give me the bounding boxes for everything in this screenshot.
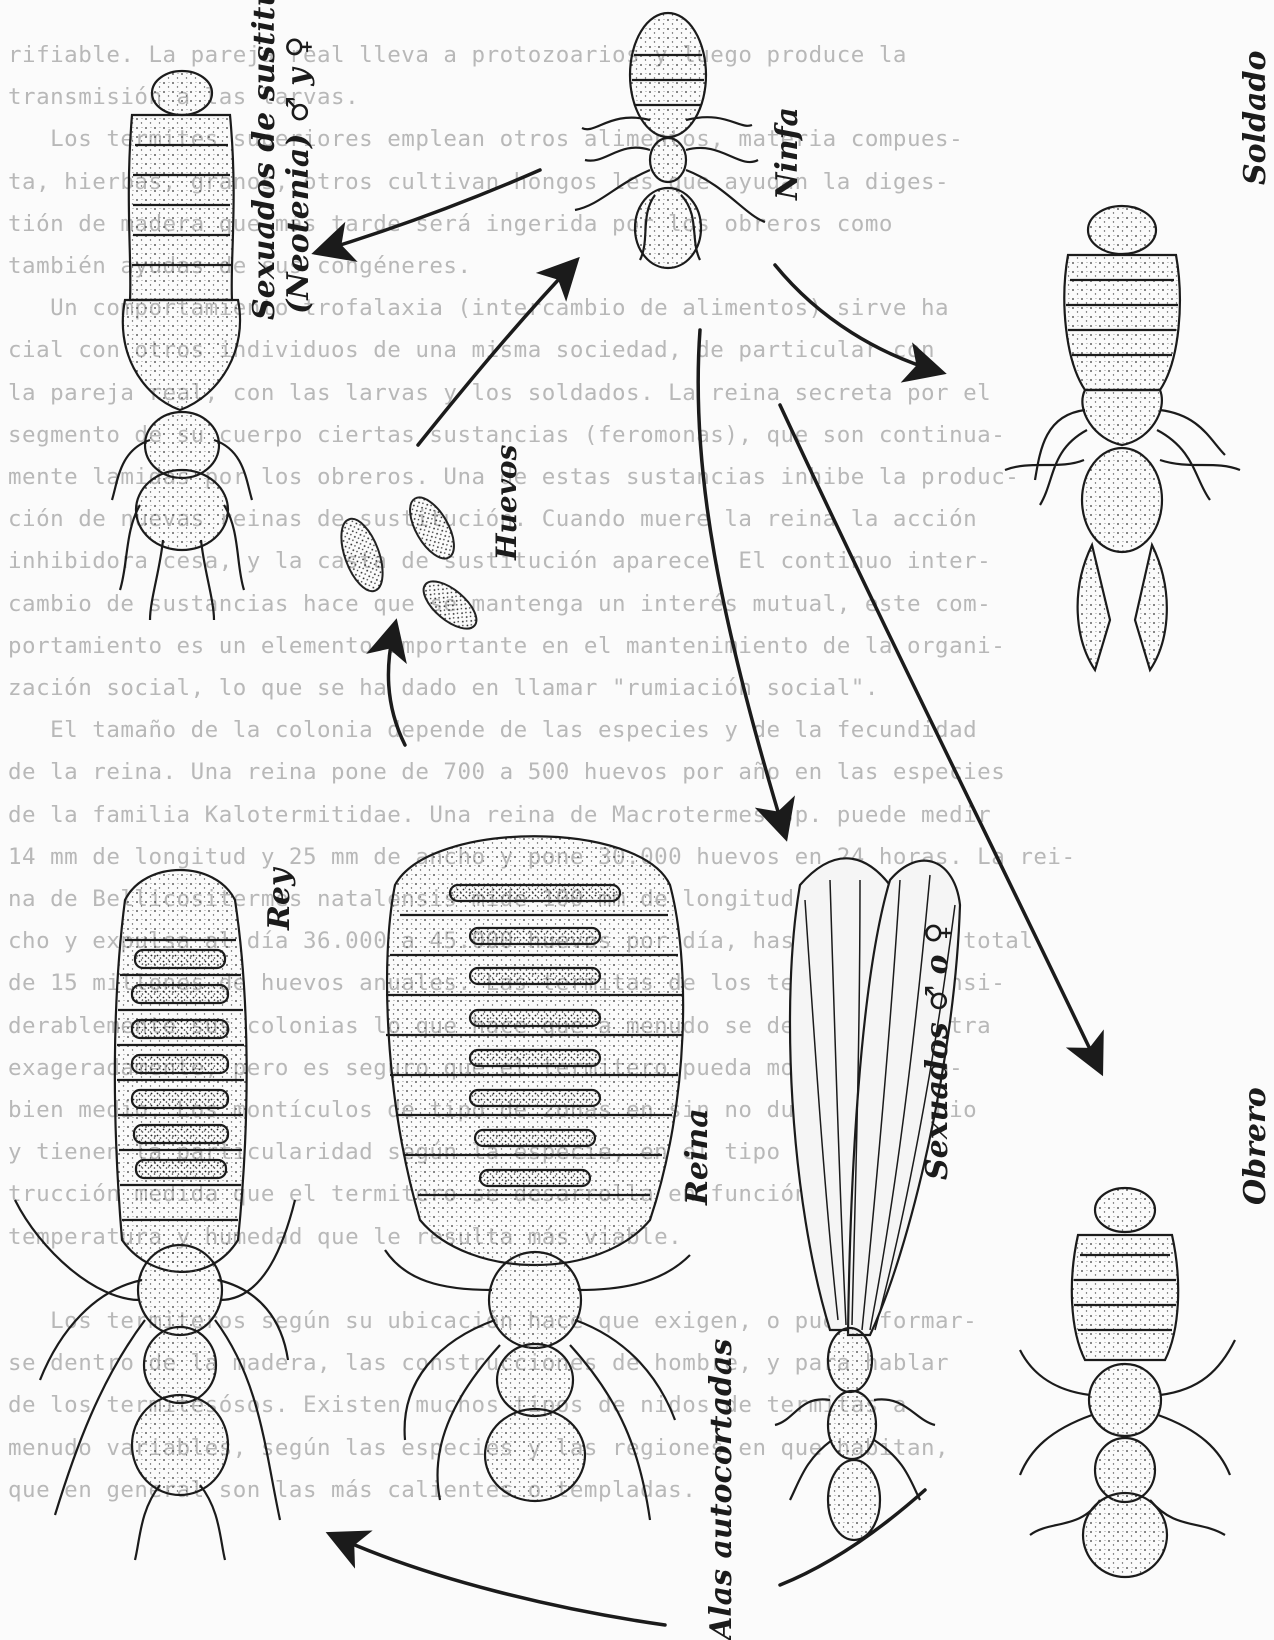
rey-drawing (15, 870, 295, 1560)
label-huevos: Huevos (490, 445, 523, 560)
label-obrero: Obrero (1238, 1087, 1273, 1205)
obrero-drawing (1020, 1188, 1235, 1577)
label-sustitucion: Sexuados de sustitución (Neotenia) ♂ y ♀ (248, 0, 316, 320)
arrow-reina-to-huevos (388, 625, 405, 745)
label-alas: Alas autocortadas (704, 1339, 739, 1640)
reina-drawing (385, 836, 690, 1520)
ninfa-drawing (575, 13, 765, 268)
arrow-alas-to-rey (332, 1535, 665, 1625)
arrow-ninfa-to-reina (698, 330, 785, 835)
arrow-ninfa-to-sustitucion (318, 170, 540, 252)
arrow-ninfa-to-soldado (775, 265, 940, 372)
label-soldado: Soldado (1238, 51, 1273, 185)
arrow-huevos-to-ninfa (418, 262, 575, 445)
label-rey: Rey (262, 869, 297, 930)
sustitucion-drawing (112, 71, 252, 620)
label-sexuados: Sexuados ♂ o ♀ (920, 922, 955, 1180)
label-reina: Reina (680, 1108, 715, 1205)
label-ninfa: Ninfa (770, 107, 805, 200)
soldado-drawing (1005, 206, 1240, 670)
label-sustitucion-line2: (Neotenia) ♂ y ♀ (282, 0, 316, 320)
label-sustitucion-line1: Sexuados de sustitución (248, 0, 282, 320)
eggs-drawing (333, 491, 484, 638)
